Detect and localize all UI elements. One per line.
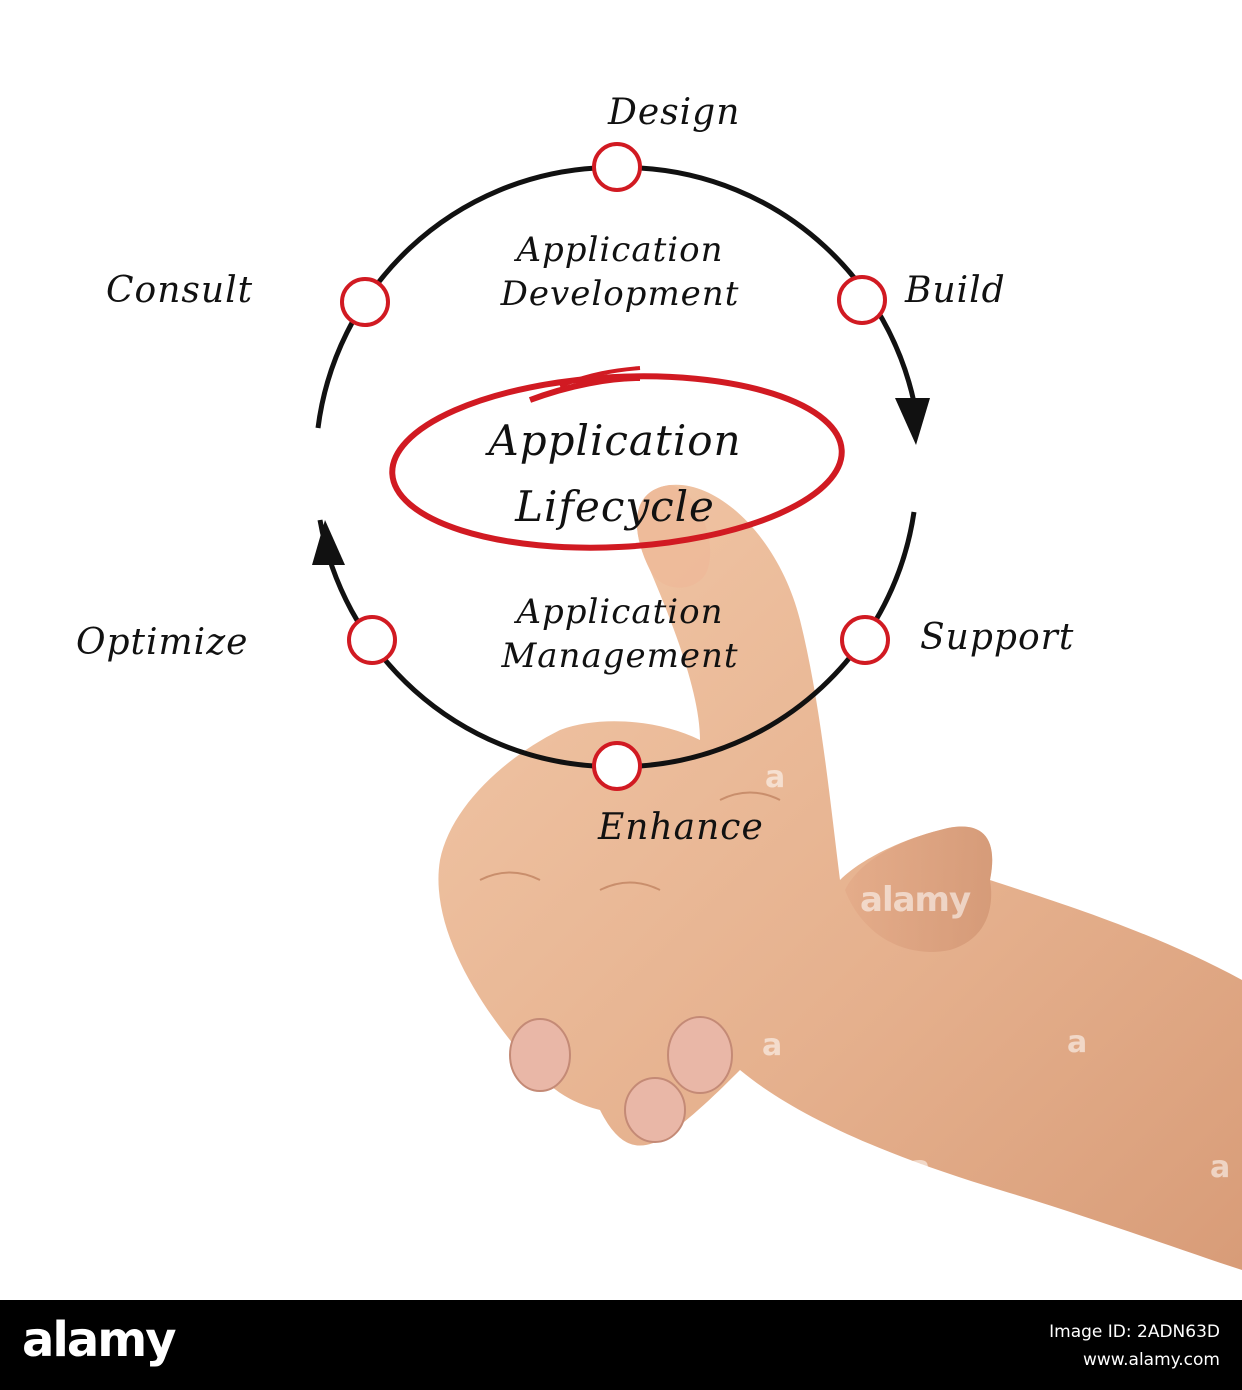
center-title-line-1: Application [488, 416, 742, 465]
arrowhead-up-icon [312, 520, 345, 565]
footer-url: www.alamy.com [1082, 1350, 1220, 1370]
watermark-glyph: a [765, 760, 785, 795]
watermark-glyph: a [1067, 1025, 1087, 1060]
watermark-glyph: a [1210, 1150, 1230, 1185]
upper-section-line-2: Development [500, 274, 740, 314]
center-title-line-2: Lifecycle [515, 482, 715, 531]
node-label-support: Support [920, 617, 1075, 658]
pointing-hand-image [438, 484, 1242, 1270]
arrowhead-down-icon [895, 398, 930, 445]
image-id-label: Image ID: 2ADN63D [1049, 1322, 1220, 1342]
node-label-optimize: Optimize [76, 622, 249, 663]
watermark-logo-bottom: alamy [1010, 1262, 1121, 1302]
node-label-consult: Consult [106, 270, 254, 311]
node-support-circle [840, 615, 890, 665]
watermark-glyph: a [910, 1150, 930, 1185]
node-label-enhance: Enhance [598, 807, 764, 848]
node-optimize-circle [347, 615, 397, 665]
alamy-logo: alamy [22, 1312, 177, 1368]
node-consult-circle [340, 277, 390, 327]
node-label-build: Build [905, 270, 1006, 311]
node-enhance-circle [592, 741, 642, 791]
center-highlight-ellipse [389, 366, 845, 551]
node-design-circle [592, 142, 642, 192]
node-label-design: Design [608, 92, 741, 133]
node-build-circle [837, 275, 887, 325]
lifecycle-ring [315, 165, 921, 769]
center-title: Application Lifecycle [400, 408, 830, 540]
diagram-stage: Design Build Support Enhance Optimize Co… [76, 92, 1242, 1302]
watermark-glyph: a [762, 1028, 782, 1063]
lower-section-line-2: Management [501, 636, 739, 676]
upper-section-line-1: Application [516, 230, 724, 270]
lower-section-label: Application Management [430, 590, 810, 678]
watermark-logo: alamy [860, 880, 971, 920]
upper-section-label: Application Development [430, 228, 810, 316]
lower-section-line-1: Application [516, 592, 724, 632]
footer-bar: alamy Image ID: 2ADN63D www.alamy.com [0, 1300, 1242, 1390]
lifecycle-diagram [312, 142, 1242, 1270]
